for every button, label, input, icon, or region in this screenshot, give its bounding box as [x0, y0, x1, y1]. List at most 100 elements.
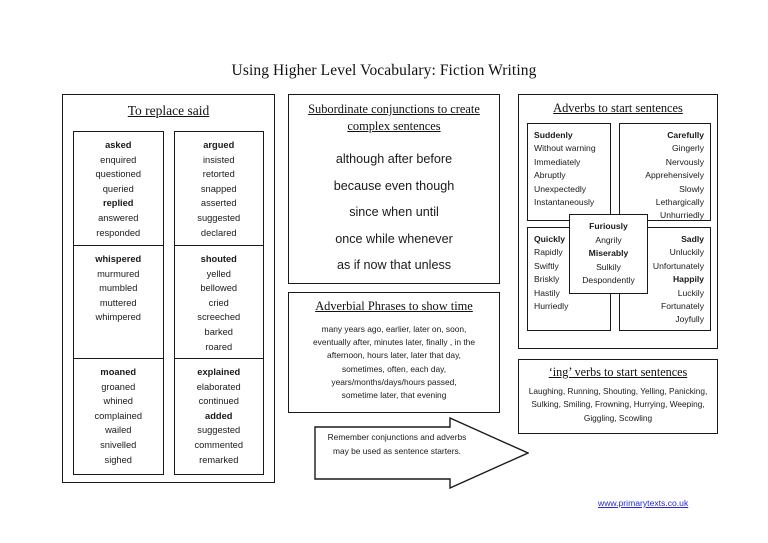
adverb-cell-carefully-head: Carefully	[667, 130, 704, 140]
word-card-whispered-word: muttered	[99, 297, 137, 308]
word-card-asked-word: enquired	[100, 154, 137, 165]
word-card-shouted: shouted yelled bellowed cried screeched barke…	[173, 245, 264, 363]
adverb-cell-carefully-word: Slowly	[679, 183, 704, 194]
arrow-callout-text: Remember conjunctions and adverbs may be …	[322, 430, 472, 458]
word-card-argued-head: argued	[203, 140, 235, 150]
word-card-explained-word: added	[205, 410, 233, 421]
adverb-cell-carefully-word: Gingerly	[672, 143, 704, 154]
adverb-cell-sadly-word: Luckily	[677, 287, 704, 298]
word-card-shouted-word: screeched	[197, 312, 241, 323]
adverbial-phrase-line: years/months/days/hours passed,	[331, 376, 457, 387]
adverb-cell-sadly-head: Sadly	[681, 234, 704, 244]
conjunction-list: although after before because even though…	[289, 146, 499, 279]
word-card-explained-word: continued	[198, 396, 239, 407]
adverbial-phrase-line: sometime later, that evening	[341, 390, 447, 401]
footer-website-link[interactable]: www.primarytexts.co.uk	[598, 498, 689, 508]
adverbial-phrase-line: afternoon, hours later, later that day,	[327, 350, 461, 361]
adverb-cell-suddenly-head: Suddenly	[534, 130, 573, 140]
word-card-whispered-head: whispered	[95, 254, 142, 264]
word-card-row: moaned groaned whined complained wailed snive…	[73, 358, 264, 476]
word-card-asked-head: asked	[105, 140, 132, 150]
word-card-shouted-word: barked	[204, 326, 233, 337]
word-card-shouted-head: shouted	[200, 254, 237, 264]
word-card-moaned-word: complained	[94, 410, 143, 421]
adverb-cell-furiously-word: Despondently	[582, 275, 635, 286]
conjunction-line: once while whenever	[335, 231, 453, 246]
adverbial-phrase-list: many years ago, earlier, later on, soon,…	[294, 323, 494, 402]
adverb-cell-quickly-word: Swiftly	[534, 260, 559, 271]
adverb-cell-suddenly-word: Immediately	[534, 156, 581, 167]
arrow-callout-line: Remember conjunctions and adverbs	[327, 432, 467, 442]
adverbial-phrase-line: many years ago, earlier, later on, soon,	[321, 324, 467, 334]
word-card-moaned-word: sighed	[104, 454, 132, 465]
conjunction-line: as if now that unless	[336, 258, 452, 272]
word-card-shouted-word: yelled	[206, 268, 231, 279]
word-card-asked-word: responded	[96, 227, 141, 238]
arrow-callout: Remember conjunctions and adverbs may be …	[314, 417, 529, 489]
adverb-cell-quickly-word: Hurriedly	[534, 301, 569, 312]
panel-subordinate-conjunctions: Subordinate conjunctions to create compl…	[288, 94, 500, 284]
word-card-argued-word: suggested	[197, 212, 241, 223]
adverb-cell-quickly-word: Briskly	[534, 274, 560, 285]
arrow-callout-line: may be used as sentence starters.	[332, 446, 462, 456]
word-card-asked-word: replied	[103, 198, 134, 209]
ing-verb-line: Sulking, Smiling, Frowning, Hurrying, We…	[531, 399, 705, 410]
adverb-cell-sadly-word: Happily	[672, 274, 704, 285]
word-card-moaned-head: moaned	[100, 367, 137, 377]
word-card-argued-word: retorted	[202, 169, 235, 180]
adverb-cell-sadly-word: Unluckily	[669, 247, 704, 258]
word-card-shouted-word: cried	[208, 297, 229, 308]
adverb-cell-carefully-word: Lethargically	[655, 197, 704, 208]
word-card-whispered-word: whimpered	[95, 312, 141, 323]
word-card-explained-word: commented	[194, 439, 244, 450]
ing-verb-line: Laughing, Running, Shouting, Yelling, Pa…	[528, 386, 708, 396]
word-card-argued-word: asserted	[200, 198, 237, 209]
word-card-moaned-word: groaned	[101, 381, 136, 392]
word-card-moaned: moaned groaned whined complained wailed snive…	[73, 358, 164, 476]
adverb-cell-quickly-word: Hastily	[534, 287, 560, 298]
adverb-cell-suddenly-word: Unexpectedly	[534, 183, 587, 194]
word-card-asked-word: queried	[102, 183, 134, 194]
adverb-cell-furiously-word: Angrily	[595, 234, 622, 245]
panel-heading-to-replace-said: To replace said	[127, 103, 210, 118]
conjunction-line: although after before	[335, 152, 453, 166]
adverb-cell-sadly-word: Unfortunately	[652, 260, 704, 271]
word-card-explained-head: explained	[197, 367, 241, 377]
adverb-cell-quickly-word: Rapidly	[534, 247, 563, 258]
panel-ing-verbs: ‘ing’ verbs to start sentences Laughing,…	[518, 359, 718, 434]
word-card-argued-word: insisted	[202, 154, 235, 165]
conjunction-line: because even though	[333, 178, 455, 193]
adverb-cell-suddenly-word: Instantaneously	[534, 197, 595, 208]
word-card-moaned-word: wailed	[105, 425, 132, 436]
adverb-cell-carefully-word: Nervously	[665, 156, 704, 167]
adverb-cell-furiously-head: Furiously	[589, 221, 628, 231]
word-card-moaned-word: snivelled	[100, 439, 137, 450]
word-card-argued-word: snapped	[200, 183, 237, 194]
word-card-whispered-word: mumbled	[99, 283, 138, 294]
adverbial-phrase-line: sometimes, often, each day,	[341, 363, 447, 374]
word-card-moaned-word: whined	[103, 396, 133, 407]
adverb-cell-carefully-word: Apprehensively	[645, 170, 704, 181]
panel-heading-subordinate-conjunctions: Subordinate conjunctions to create compl…	[308, 102, 480, 133]
adverb-cell-sadly-word: Joyfully	[675, 314, 704, 325]
word-card-shouted-word: bellowed	[200, 283, 238, 294]
panel-heading-ing-verbs: ‘ing’ verbs to start sentences	[548, 365, 688, 379]
ing-verb-line: Giggling, Scowling	[583, 412, 653, 423]
panel-to-replace-said: To replace said asked enquired questioned q…	[62, 94, 275, 483]
page-title: Using Higher Level Vocabulary: Fiction W…	[231, 62, 537, 79]
adverb-cell-suddenly-word: Without warning	[534, 143, 596, 154]
panel-adverbial-phrases: Adverbial Phrases to show time many year…	[288, 292, 500, 413]
adverb-cell-suddenly-word: Abruptly	[534, 170, 566, 181]
word-card-shouted-word: roared	[205, 341, 233, 352]
word-card-asked-word: questioned	[95, 169, 142, 180]
